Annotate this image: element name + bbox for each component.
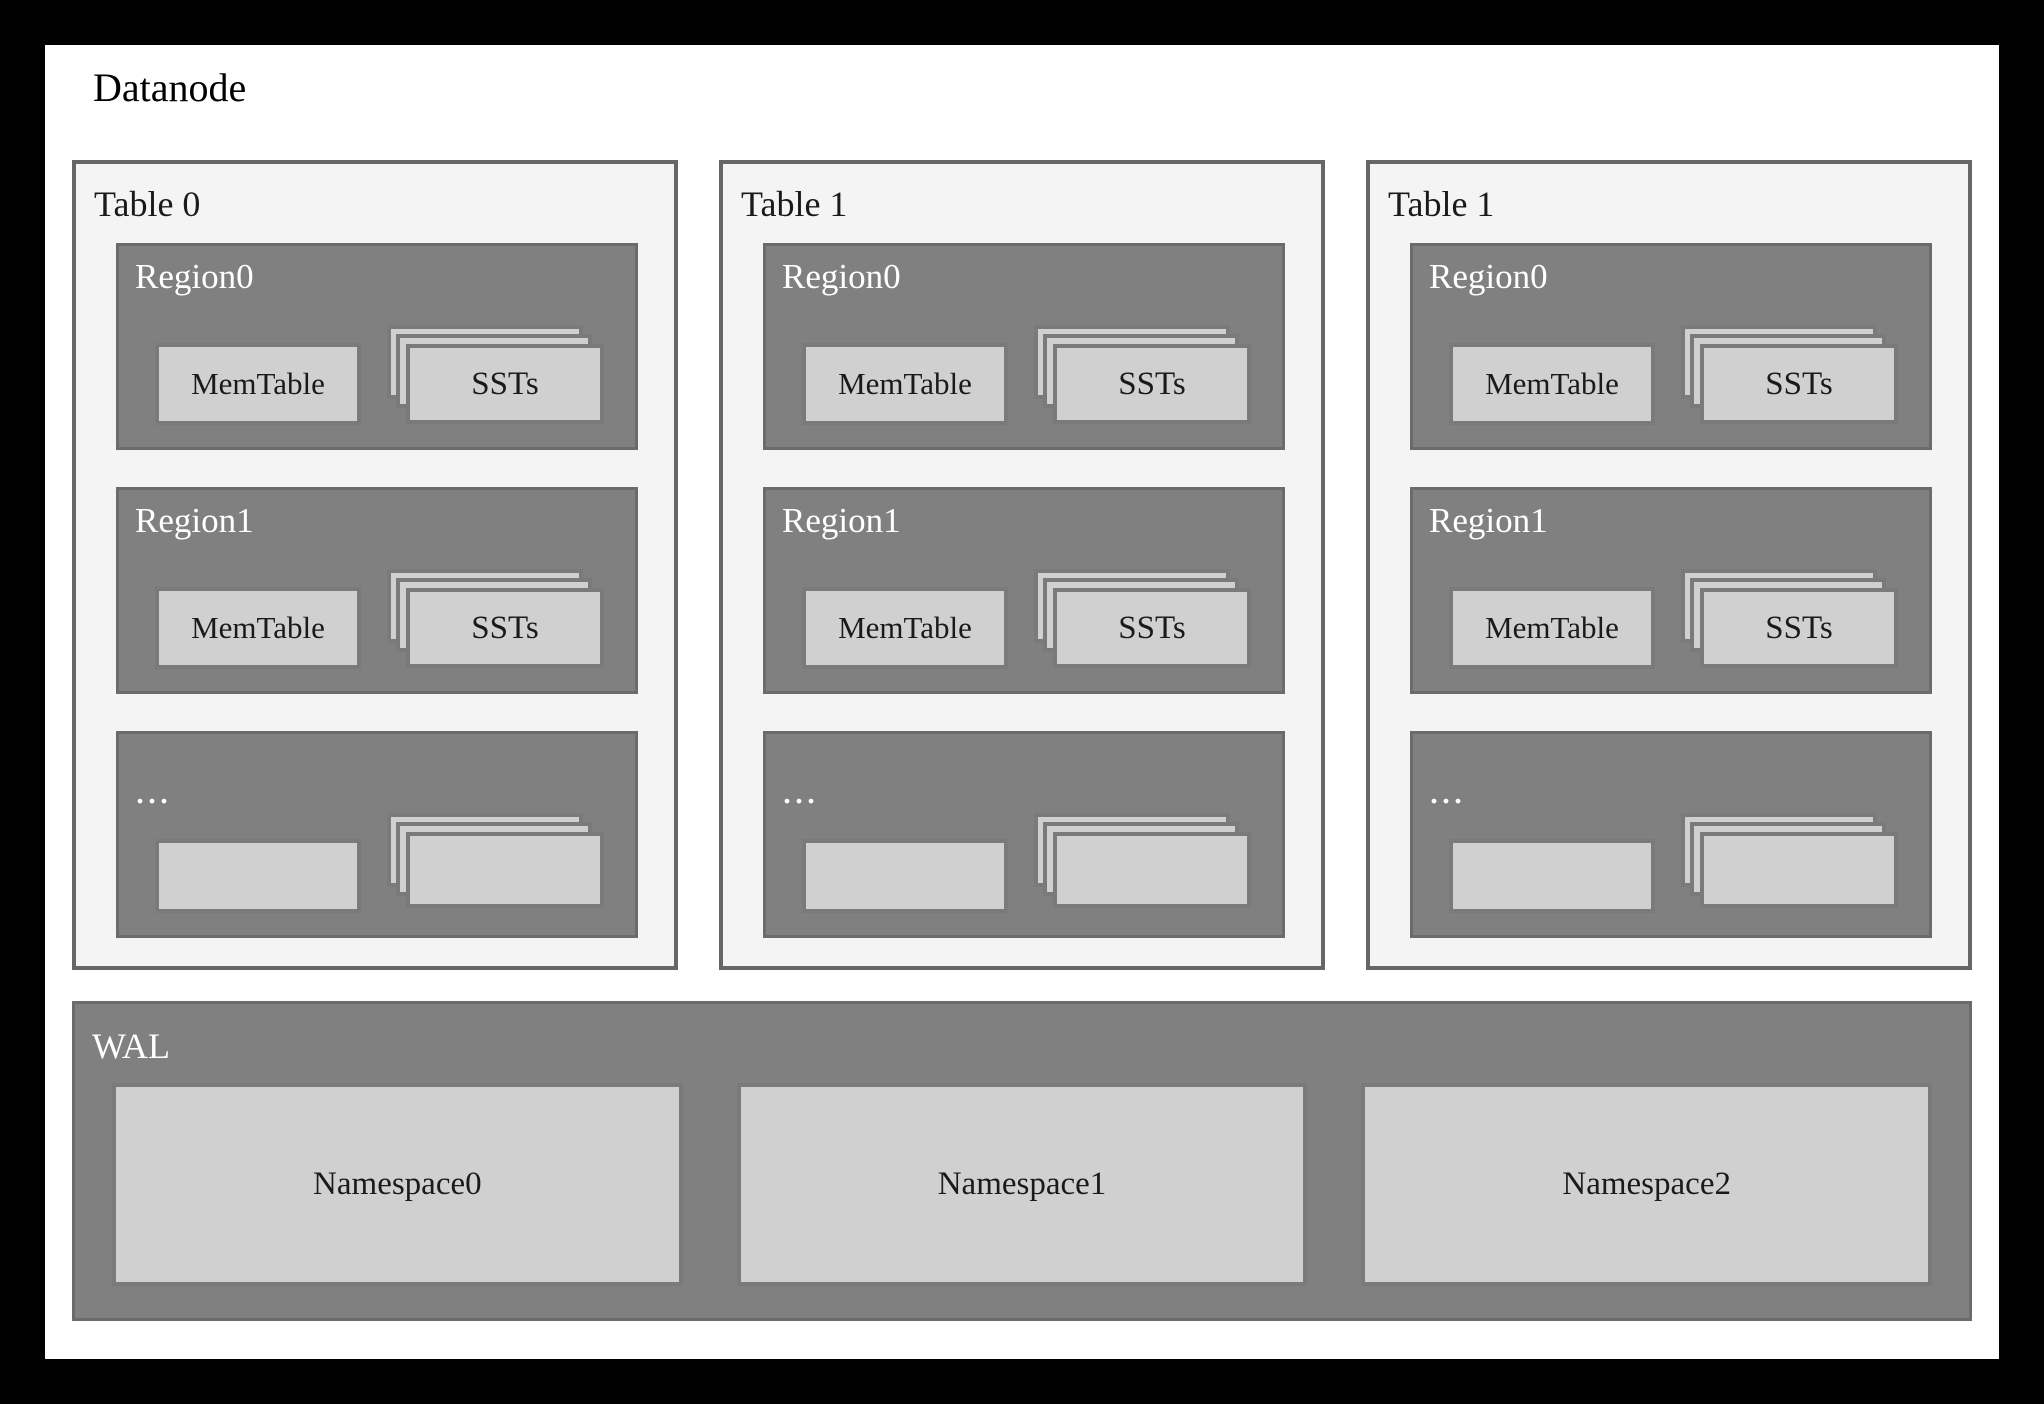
sst-card-front — [1700, 832, 1898, 908]
memtable-box[interactable]: MemTable — [155, 343, 361, 425]
region-box-1[interactable]: Region1 MemTable SSTs — [1410, 487, 1932, 694]
ssts-stack[interactable]: SSTs — [387, 325, 604, 425]
sst-card-front: SSTs — [406, 588, 604, 668]
region-label: Region0 — [782, 257, 901, 296]
region-box-more[interactable]: ... — [763, 731, 1285, 938]
table-panel-2[interactable]: Table 1 Region0 MemTable SSTs — [1366, 160, 1972, 970]
namespace-box-1[interactable]: Namespace1 — [736, 1083, 1308, 1286]
namespace-box-2[interactable]: Namespace2 — [1361, 1083, 1933, 1286]
sst-card-front — [1053, 832, 1251, 908]
region-box-0[interactable]: Region0 MemTable SSTs — [116, 243, 638, 450]
namespace-box-0[interactable]: Namespace0 — [112, 1083, 683, 1286]
region-label: Region1 — [782, 501, 901, 540]
ssts-stack-placeholder[interactable] — [1034, 813, 1251, 913]
region-body — [155, 813, 613, 913]
sst-card-front — [406, 832, 604, 908]
region-body — [1449, 813, 1907, 913]
page-title: Datanode — [93, 65, 247, 110]
regions-list: Region0 MemTable SSTs Region1 — [763, 243, 1285, 938]
region-body: MemTable SSTs — [802, 325, 1260, 425]
wal-panel[interactable]: WAL Namespace0 Namespace1 Namespace2 — [72, 1001, 1972, 1321]
sst-card-front: SSTs — [1700, 344, 1898, 424]
memtable-box-placeholder[interactable] — [155, 839, 361, 913]
table-panel-1[interactable]: Table 1 Region0 MemTable SSTs — [719, 160, 1325, 970]
region-body: MemTable SSTs — [802, 569, 1260, 669]
table-label: Table 1 — [1388, 184, 1495, 224]
region-label: Region1 — [135, 501, 254, 540]
region-box-0[interactable]: Region0 MemTable SSTs — [763, 243, 1285, 450]
region-box-1[interactable]: Region1 MemTable SSTs — [116, 487, 638, 694]
table-label: Table 1 — [741, 184, 848, 224]
region-body: MemTable SSTs — [1449, 325, 1907, 425]
ssts-stack[interactable]: SSTs — [387, 569, 604, 669]
region-body — [802, 813, 1260, 913]
regions-list: Region0 MemTable SSTs Region1 — [1410, 243, 1932, 938]
tables-row: Table 0 Region0 MemTable SSTs — [72, 160, 1972, 970]
region-body: MemTable SSTs — [155, 569, 613, 669]
region-box-1[interactable]: Region1 MemTable SSTs — [763, 487, 1285, 694]
region-box-more[interactable]: ... — [1410, 731, 1932, 938]
ssts-stack-placeholder[interactable] — [1681, 813, 1898, 913]
memtable-box[interactable]: MemTable — [1449, 343, 1655, 425]
diagram-canvas: Datanode Table 0 Region0 MemTable SSTs — [45, 45, 1999, 1359]
region-box-0[interactable]: Region0 MemTable SSTs — [1410, 243, 1932, 450]
memtable-box[interactable]: MemTable — [802, 343, 1008, 425]
memtable-box[interactable]: MemTable — [802, 587, 1008, 669]
memtable-box[interactable]: MemTable — [155, 587, 361, 669]
ssts-stack[interactable]: SSTs — [1034, 569, 1251, 669]
ssts-stack[interactable]: SSTs — [1034, 325, 1251, 425]
sst-card-front: SSTs — [406, 344, 604, 424]
region-body: MemTable SSTs — [1449, 569, 1907, 669]
region-ellipsis-label: ... — [135, 767, 171, 812]
sst-card-front: SSTs — [1053, 588, 1251, 668]
ssts-stack-placeholder[interactable] — [387, 813, 604, 913]
region-ellipsis-label: ... — [782, 767, 818, 812]
table-panel-0[interactable]: Table 0 Region0 MemTable SSTs — [72, 160, 678, 970]
sst-card-front: SSTs — [1053, 344, 1251, 424]
region-label: Region0 — [135, 257, 254, 296]
region-ellipsis-label: ... — [1429, 767, 1465, 812]
namespace-list: Namespace0 Namespace1 Namespace2 — [112, 1083, 1933, 1286]
sst-card-front: SSTs — [1700, 588, 1898, 668]
regions-list: Region0 MemTable SSTs Region1 — [116, 243, 638, 938]
ssts-stack[interactable]: SSTs — [1681, 569, 1898, 669]
region-body: MemTable SSTs — [155, 325, 613, 425]
memtable-box-placeholder[interactable] — [802, 839, 1008, 913]
region-label: Region1 — [1429, 501, 1548, 540]
memtable-box[interactable]: MemTable — [1449, 587, 1655, 669]
region-box-more[interactable]: ... — [116, 731, 638, 938]
table-label: Table 0 — [94, 184, 201, 224]
ssts-stack[interactable]: SSTs — [1681, 325, 1898, 425]
region-label: Region0 — [1429, 257, 1548, 296]
memtable-box-placeholder[interactable] — [1449, 839, 1655, 913]
wal-label: WAL — [92, 1026, 170, 1066]
